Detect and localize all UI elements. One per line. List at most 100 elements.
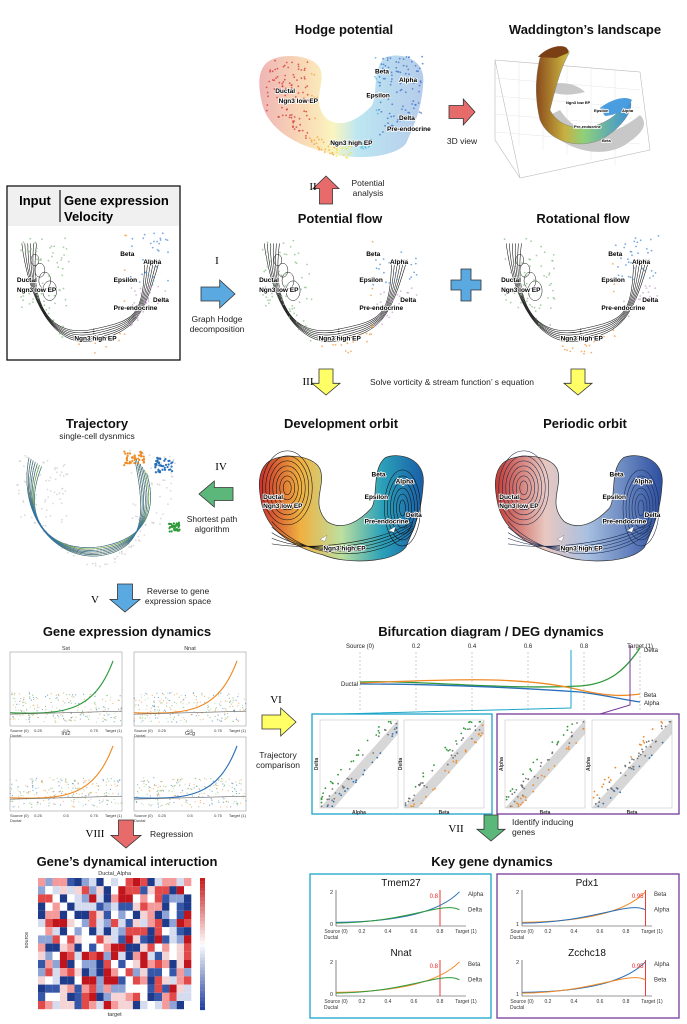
gene-plot-dot bbox=[106, 712, 108, 714]
heatmap-cell bbox=[52, 943, 60, 952]
gene-plot-dot bbox=[90, 708, 92, 710]
heatmap-cell bbox=[81, 919, 90, 928]
heatmap-cell bbox=[132, 886, 141, 895]
potential-flow-plot-cells-dot bbox=[267, 299, 269, 302]
input-flow-cells-dot bbox=[140, 304, 143, 306]
heatmap-cell bbox=[154, 894, 163, 903]
heatmap-cell bbox=[154, 943, 163, 952]
input-flow-cells-dot bbox=[138, 281, 141, 283]
hodge-cells-dot bbox=[408, 73, 410, 76]
input-flow-cells-dot bbox=[28, 303, 31, 305]
trajectory-dot bbox=[177, 521, 181, 524]
deg-scatter-dot bbox=[556, 742, 559, 744]
deg-scatter-dot bbox=[481, 724, 484, 727]
gene-plot-dot bbox=[149, 717, 151, 719]
gene-plot-dot bbox=[209, 716, 211, 719]
gene-plot-dot bbox=[143, 694, 145, 697]
input-flow-cells-dot bbox=[64, 298, 67, 301]
heatmap-cell bbox=[74, 968, 82, 977]
hodge-cells-dot bbox=[413, 107, 415, 110]
key-gene-series-label: Beta bbox=[468, 962, 481, 968]
gene-plot-dot bbox=[226, 718, 228, 720]
development-orbit-contour bbox=[393, 487, 412, 529]
gene-plot-dot bbox=[96, 782, 98, 785]
heatmap-cell bbox=[89, 984, 97, 993]
gene-plot-dot bbox=[30, 699, 32, 701]
deg-scatter-dot bbox=[331, 805, 334, 808]
hodge-cells-dot bbox=[304, 86, 307, 89]
input-flow-cells-dot bbox=[145, 306, 147, 308]
gene-plot-dot bbox=[157, 789, 159, 792]
potential-flow-plot-swirl bbox=[285, 280, 301, 301]
gene-plot-dot bbox=[226, 800, 228, 802]
key-gene-curve-low bbox=[521, 977, 646, 994]
gene-plot-dot bbox=[217, 714, 219, 716]
gene-plot-dot bbox=[37, 801, 39, 803]
heatmap-cell bbox=[67, 976, 75, 985]
input-flow-cells-dot bbox=[161, 232, 164, 235]
rotational-flow-plot-cells-dot bbox=[540, 265, 543, 267]
gene-plot-dot bbox=[221, 780, 223, 782]
gene-plot-dot bbox=[194, 778, 196, 780]
trajectory-bg-dot bbox=[56, 467, 58, 470]
gene-plot-dot bbox=[105, 695, 107, 697]
title-periodic-orbit: Periodic orbit bbox=[543, 416, 627, 431]
input-flow-cells-dot bbox=[57, 266, 60, 269]
hodge-cells-dot bbox=[408, 114, 411, 117]
hodge-cells-dot bbox=[291, 61, 293, 64]
hodge-cells-dot bbox=[320, 148, 323, 151]
heatmap-cell bbox=[162, 951, 170, 960]
potential-flow-plot-cells-dot bbox=[305, 297, 308, 300]
deg-scatter-dot bbox=[644, 754, 647, 757]
gene-plot-dot bbox=[29, 778, 32, 780]
rotational-flow-plot-cells-dot bbox=[504, 258, 507, 260]
gene-plot-dot bbox=[148, 785, 150, 788]
key-gene-xtick: Source (0) bbox=[510, 999, 534, 1005]
deg-scatter-dot bbox=[413, 803, 415, 806]
deg-scatter-dot bbox=[645, 741, 648, 743]
potential-flow-plot-cells-dot bbox=[288, 308, 291, 310]
trajectory-bg-dot bbox=[61, 487, 64, 490]
gene-plot-dot bbox=[211, 720, 213, 722]
hodge-cells-dot bbox=[384, 64, 387, 67]
hodge-cells-dot bbox=[386, 117, 389, 120]
potential-flow-plot-cells-dot bbox=[379, 263, 381, 266]
hodge-cells-dot bbox=[382, 67, 384, 70]
gene-plot-dot bbox=[52, 779, 54, 781]
hodge-cells-dot bbox=[384, 124, 386, 127]
potential-flow-plot-cells-dot bbox=[280, 274, 282, 277]
gene-plot-dot bbox=[232, 705, 234, 707]
key-gene-curve-low bbox=[335, 907, 460, 924]
gene-plot-dot bbox=[103, 714, 105, 716]
gene-plot-dot bbox=[175, 721, 178, 723]
gene-plot-dot bbox=[226, 694, 229, 697]
gene-plot-dot bbox=[229, 701, 231, 704]
deg-scatter-dot bbox=[516, 795, 519, 798]
potential-flow-plot-cells-dot bbox=[306, 263, 308, 266]
heatmap-cell bbox=[169, 1001, 177, 1010]
periodic-orbit-contour bbox=[515, 475, 532, 501]
gene-plot-dot bbox=[82, 693, 85, 695]
hodge-cells-dot bbox=[391, 128, 394, 131]
trajectory-dot bbox=[164, 463, 168, 467]
deg-scatter-dot bbox=[516, 802, 518, 805]
gene-plot-frame bbox=[133, 736, 247, 812]
gene-plot-dot bbox=[148, 803, 150, 806]
trajectory-bg-dot bbox=[63, 463, 66, 466]
rotational-flow-plot-cells-dot bbox=[526, 274, 528, 277]
hodge-cells-dot bbox=[361, 145, 364, 148]
input-flow-cells-dot bbox=[47, 259, 50, 262]
trajectory-dot bbox=[133, 461, 136, 465]
rotational-flow-plot-cells-dot bbox=[515, 280, 517, 283]
hodge-cells-dot bbox=[350, 145, 353, 148]
hodge-cells-dot bbox=[266, 104, 269, 106]
gene-plot-dot bbox=[220, 704, 222, 707]
gene-plot-dot bbox=[199, 719, 201, 721]
hodge-cells-dot bbox=[283, 64, 286, 67]
key-gene-ytick: 0 bbox=[330, 992, 333, 998]
gene-plot-frame bbox=[9, 736, 123, 812]
heatmap-cell bbox=[67, 992, 75, 1001]
waddington-top bbox=[538, 46, 569, 58]
heatmap-cell bbox=[132, 1001, 141, 1010]
rotational-flow-plot-cells-dot bbox=[526, 288, 529, 290]
